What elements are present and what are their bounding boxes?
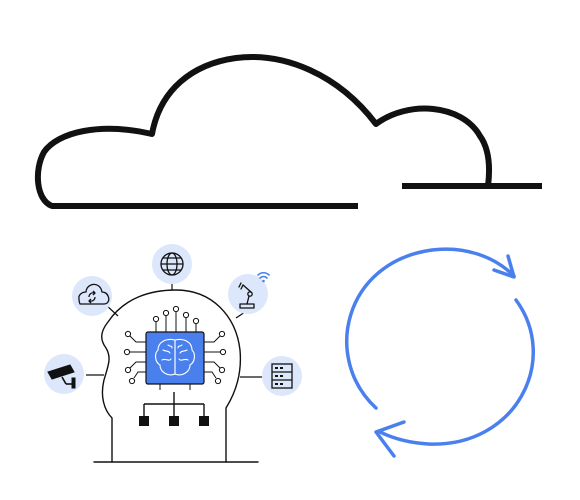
sync-arc-upper [345,247,516,410]
sync-arrowhead-upper [492,254,516,279]
network-node [199,416,209,426]
robotic-arm-wifi-icon [228,271,270,314]
sync-arc-lower [378,298,535,446]
network-node [139,416,149,426]
network-node [169,416,179,426]
security-camera-icon [44,354,84,394]
wifi-icon [257,271,270,283]
server-rack-icon [262,356,302,396]
globe-icon [152,244,192,284]
sync-arrows-icon [345,247,535,458]
circuit-chip-brain-icon [123,305,227,390]
network-tree-icon [143,392,205,416]
brain-icon [155,338,195,376]
ai-head-icon [93,289,259,463]
cloud-sync-icon [72,276,112,316]
sync-arrowhead-lower [374,420,406,458]
circuit-traces [123,305,227,390]
network-nodes [139,416,209,426]
cloud-outline-icon [34,54,542,209]
